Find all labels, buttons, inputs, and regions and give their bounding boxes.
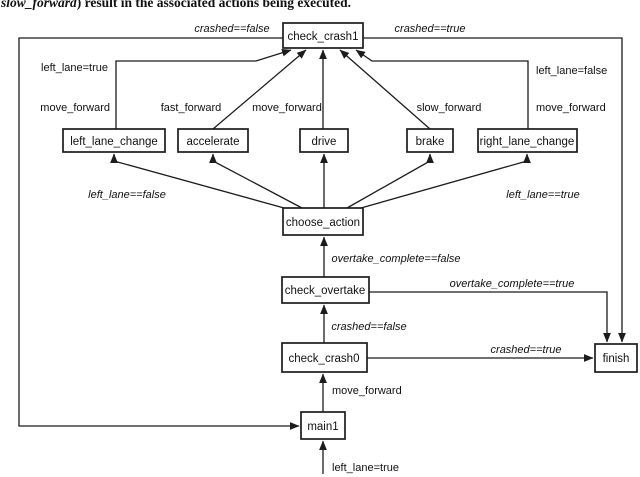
label-move-forward-left: move_forward xyxy=(40,102,110,114)
edge-choose-action-to-left-lane-change xyxy=(110,153,285,209)
label-overtake-complete-true: overtake_complete==true xyxy=(450,278,575,290)
caption-text: ) result in the associated actions being… xyxy=(77,0,351,10)
edge-choose-action-to-right-lane-change xyxy=(360,153,531,209)
node-brake: brake xyxy=(406,128,454,153)
edge-check-crash1-to-finish xyxy=(363,37,626,343)
label-crashed-false-top: crashed==false xyxy=(194,23,269,35)
node-accelerate-box xyxy=(177,128,249,153)
node-check-overtake-box xyxy=(281,276,370,304)
node-check-crash0: check_crash0 xyxy=(281,342,368,373)
node-main1: main1 xyxy=(300,411,346,440)
label-left-lane-false-action: left_lane=false xyxy=(536,65,607,77)
node-brake-box xyxy=(406,128,454,153)
label-slow-forward: slow_forward xyxy=(417,102,482,114)
caption-code-token: slow_forward xyxy=(0,0,77,10)
label-guard-left-lane-true: left_lane==true xyxy=(506,189,579,201)
node-drive-box xyxy=(299,128,349,153)
label-guard-left-lane-false: left_lane==false xyxy=(88,189,166,201)
node-right-lane-change-box xyxy=(477,128,578,153)
edge-check-overtake-to-finish xyxy=(369,291,611,343)
edge-brake-to-check-crash1 xyxy=(339,49,431,130)
label-left-lane-true-start: left_lane=true xyxy=(332,462,399,474)
node-right-lane-change-label: right_lane_change xyxy=(480,136,575,148)
node-finish-box xyxy=(594,343,638,373)
label-move-forward-right: move_forward xyxy=(536,102,606,114)
node-check-crash0-box xyxy=(281,342,368,373)
node-accelerate: accelerate xyxy=(177,128,249,153)
label-crashed-true-top: crashed==true xyxy=(395,23,466,35)
node-left-lane-change-label: left_lane_change xyxy=(70,136,158,148)
node-check-overtake-label: check_overtake xyxy=(285,285,366,297)
node-check-crash1: check_crash1 xyxy=(282,22,364,49)
figure-caption-fragment: slow_forward) result in the associated a… xyxy=(0,0,351,10)
node-accelerate-label: accelerate xyxy=(186,136,239,148)
node-choose-action-label: choose_action xyxy=(286,217,360,229)
edge-choose-action-to-brake xyxy=(346,153,434,209)
node-left-lane-change-box xyxy=(62,128,166,153)
node-main1-box xyxy=(300,411,346,440)
edge-choose-action-to-accelerate xyxy=(209,153,303,209)
label-move-forward-center: move_forward xyxy=(252,102,322,114)
edge-check-crash1-to-main1 xyxy=(18,37,300,430)
node-check-crash1-label: check_crash1 xyxy=(288,31,359,43)
edge-right-lane-change-to-check-crash1 xyxy=(355,49,529,129)
label-move-forward-bottom: move_forward xyxy=(332,385,402,397)
node-brake-label: brake xyxy=(416,136,445,148)
node-check-crash0-label: check_crash0 xyxy=(289,353,360,365)
node-right-lane-change: right_lane_change xyxy=(477,128,578,153)
node-check-overtake: check_overtake xyxy=(281,276,370,304)
node-finish-label: finish xyxy=(603,353,630,365)
node-finish: finish xyxy=(594,343,638,373)
node-drive-label: drive xyxy=(312,136,337,148)
node-left-lane-change: left_lane_change xyxy=(62,128,166,153)
node-main1-label: main1 xyxy=(307,421,338,433)
node-check-crash1-box xyxy=(282,22,364,49)
label-overtake-complete-false: overtake_complete==false xyxy=(331,253,460,265)
label-fast-forward: fast_forward xyxy=(161,102,222,114)
node-drive: drive xyxy=(299,128,349,153)
label-left-lane-true-action: left_lane=true xyxy=(41,62,108,74)
label-crashed-true-lower: crashed==true xyxy=(491,344,562,356)
edge-left-lane-change-to-check-crash1 xyxy=(115,48,292,129)
node-choose-action: choose_action xyxy=(282,207,364,236)
edge-accelerate-to-check-crash1 xyxy=(212,49,307,130)
label-crashed-false-lower: crashed==false xyxy=(331,321,406,333)
node-choose-action-box xyxy=(282,207,364,236)
